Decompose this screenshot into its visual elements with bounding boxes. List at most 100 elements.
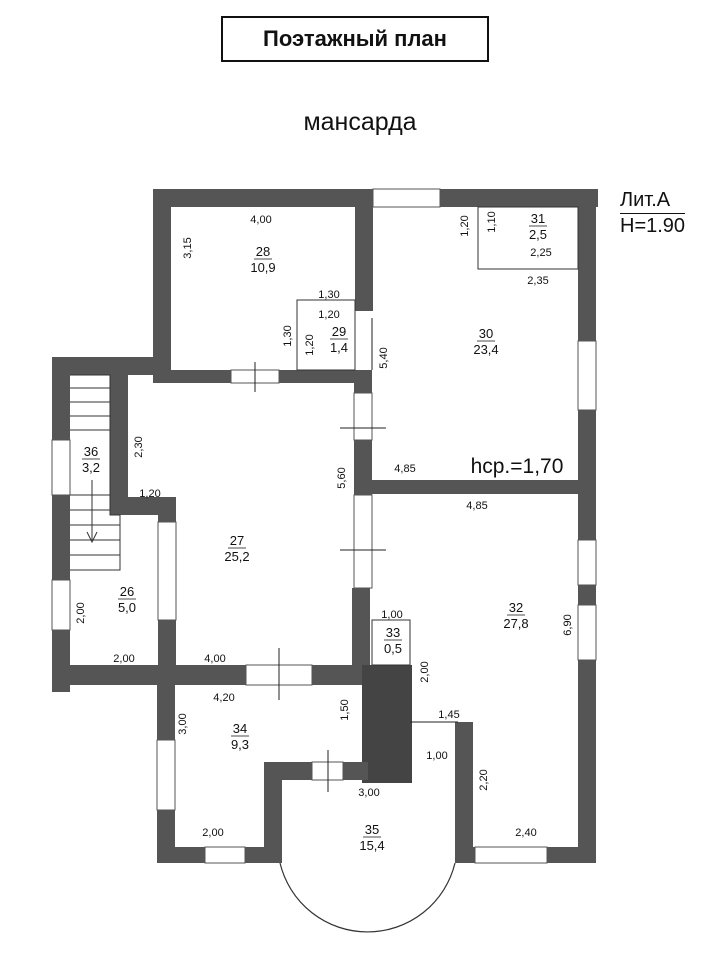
room-35-id: 35 [365,822,379,837]
room-31-outline [477,206,579,270]
room-35-area: 15,4 [359,838,384,853]
small-room-outlines [296,206,579,666]
window [577,539,597,586]
stairs [70,374,121,571]
window [204,846,246,864]
room-26-area: 5,0 [118,600,136,615]
dim-label: 1,20 [304,334,316,355]
dim-label: 2,30 [133,436,145,457]
room-34-id: 34 [233,721,247,736]
wall [153,189,373,207]
wall [52,357,158,375]
room-30-area: 23,4 [473,342,498,357]
wall [578,660,596,863]
dim-label: 1,20 [139,488,160,500]
window [156,739,176,811]
ceiling-height: H=1.90 [620,215,686,237]
room-36-id: 36 [84,444,98,459]
dim-label: 4,85 [466,500,487,512]
wall [343,762,368,780]
dim-label: 2,00 [202,827,223,839]
room-29-outline [296,299,356,371]
plan-title: Поэтажный план [221,16,489,62]
room-34-area: 9,3 [231,737,249,752]
dimension-labels: 4,00 3,15 1,30 1,20 1,30 1,20 1,20 1,10 … [75,211,574,839]
room-28-id: 28 [256,244,270,259]
room-30-id: 30 [479,326,493,341]
wall [264,762,282,863]
dim-label: 2,35 [527,275,548,287]
dim-label: 5,60 [336,467,348,488]
wall [157,847,205,863]
wall [547,847,596,863]
dim-label: 1,20 [318,309,339,321]
room-32-id: 32 [509,600,523,615]
wall [157,685,175,740]
room-33-area: 0,5 [384,641,402,656]
room-31-area: 2,5 [529,227,547,242]
wall [352,588,370,668]
wall [52,357,70,692]
wall [372,480,580,494]
room-33-id: 33 [386,625,400,640]
dim-label: 1,45 [438,709,459,721]
dim-label: 2,20 [478,769,490,790]
wall [455,847,475,863]
dim-label: 1,30 [318,289,339,301]
room-27-id: 27 [230,533,244,548]
window [577,604,597,661]
room-33-outline [371,619,411,666]
dim-label: 6,90 [562,614,574,635]
dim-label: 3,00 [177,713,189,734]
wall [279,370,359,383]
room-27-area: 25,2 [224,549,249,564]
room-29-area: 1,4 [330,340,348,355]
room-labels: 28 10,9 29 1,4 30 23,4 31 2,5 27 25,2 36… [82,211,547,853]
window [372,188,441,208]
dim-label: 2,00 [75,602,87,623]
wall [153,189,171,383]
wall [354,370,372,393]
window [157,521,177,621]
room-32-area: 27,8 [503,616,528,631]
wall [110,370,128,505]
floor-name: мансарда [303,108,417,136]
dim-label: 4,00 [250,214,271,226]
wall [362,665,412,783]
wall [578,189,596,341]
wall [355,189,373,311]
dim-label: 2,00 [419,661,431,682]
dim-label: 3,00 [358,787,379,799]
wall [158,620,176,672]
dim-label: 4,85 [394,463,415,475]
bay-window-arc [279,862,456,933]
room-36-area: 3,2 [82,460,100,475]
dim-label: 1,50 [339,699,351,720]
dim-label: 3,15 [182,237,194,258]
room-26-id: 26 [120,584,134,599]
wall [440,189,598,207]
window [353,392,373,441]
room-29-id: 29 [332,324,346,339]
window [51,579,71,631]
dim-label: 4,20 [213,692,234,704]
room-28-area: 10,9 [250,260,275,275]
window [577,340,597,411]
room-label-fraction-lines [82,225,547,838]
wall [264,762,312,780]
dim-label: 1,00 [426,750,447,762]
dim-label: 2,00 [113,653,134,665]
dim-label: 1,00 [381,609,402,621]
wall [52,665,246,685]
dim-label: 2,40 [515,827,536,839]
wall [312,665,368,685]
wall [455,722,473,863]
wall [354,440,372,495]
wall [578,410,596,540]
dim-label: 5,40 [378,347,390,368]
windows [51,188,597,864]
dim-label: 1,10 [486,211,498,232]
window [353,494,373,589]
window [51,439,71,496]
